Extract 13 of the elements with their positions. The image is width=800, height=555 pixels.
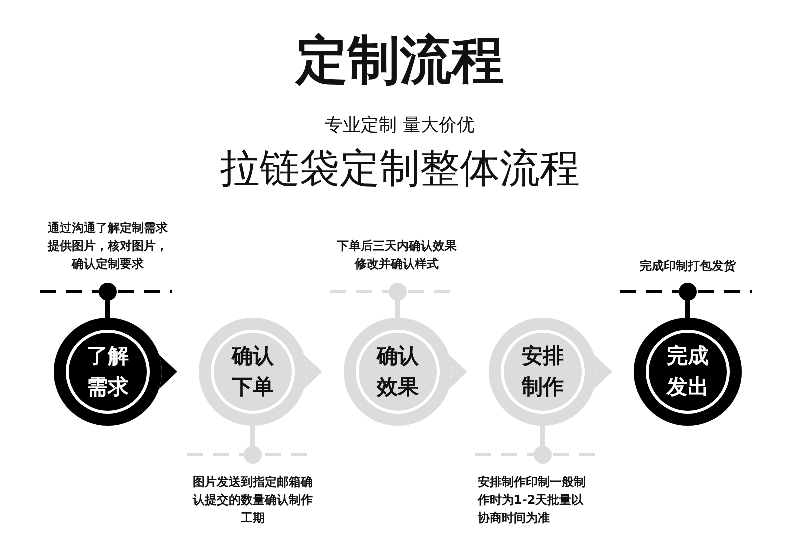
step-description: 图片发送到指定邮箱确认提交的数量确认制作工期 [192, 474, 314, 527]
title: 定制流程 [294, 30, 505, 92]
step-circle: 确认下单 [199, 318, 307, 426]
subtitle: 拉链袋定制整体流程 [219, 145, 581, 193]
step-description: 安排制作印制一般制作时为1-2天批量以协商时间为准 [478, 474, 587, 527]
step-description: 完成印制打包发货 [639, 258, 737, 275]
tagline: 专业定制 量大价优 [324, 115, 476, 137]
step-circle: 安排制作 [489, 318, 597, 426]
step-circle: 完成发出 [634, 318, 742, 426]
step-description: 通过沟通了解定制需求提供图片，核对图片，确认定制要求 [46, 220, 169, 273]
step-circle: 了解需求 [54, 318, 162, 426]
step-description: 下单后三天内确认效果修改并确认样式 [336, 238, 458, 273]
step-circle: 确认效果 [344, 318, 452, 426]
